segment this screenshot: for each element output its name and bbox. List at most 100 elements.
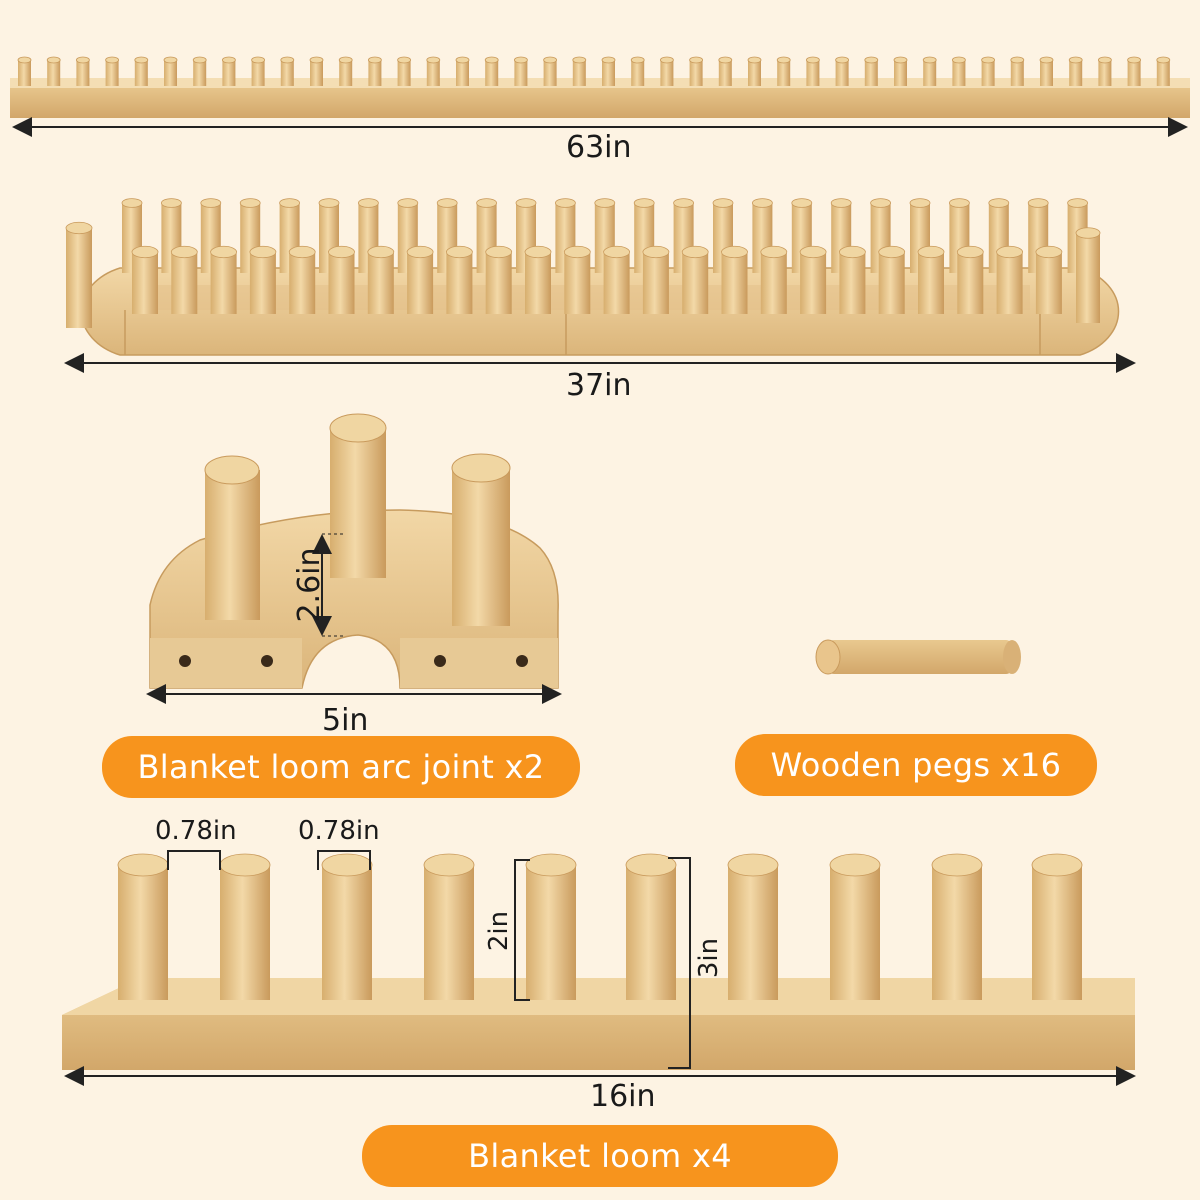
peg-spacing-label-2: 0.78in bbox=[298, 816, 380, 846]
total-height-label: 3in bbox=[694, 937, 724, 979]
assembled-loom-front-pegs bbox=[65, 221, 1101, 328]
loom-peg bbox=[455, 56, 470, 86]
loom-peg bbox=[210, 245, 238, 314]
loom-peg bbox=[485, 245, 513, 314]
loom-peg bbox=[514, 56, 528, 86]
loom-peg bbox=[249, 245, 277, 314]
loom-peg bbox=[721, 245, 748, 314]
loom-peg bbox=[996, 245, 1023, 314]
blanket-loom-caption: Blanket loom x4 bbox=[362, 1125, 838, 1187]
arc-peg-left bbox=[204, 455, 260, 620]
loom-peg bbox=[484, 56, 499, 86]
loom-peg bbox=[931, 853, 983, 1000]
loom-peg bbox=[660, 56, 674, 86]
long-loom-length-label: 63in bbox=[566, 130, 632, 165]
loom-peg bbox=[445, 245, 473, 314]
loom-peg bbox=[406, 245, 434, 314]
loom-peg bbox=[338, 56, 353, 86]
assembled-loom-length-label: 37in bbox=[566, 368, 632, 403]
loom-peg bbox=[288, 245, 316, 314]
blanket-loom bbox=[62, 853, 1135, 1070]
loom-peg bbox=[219, 853, 271, 1000]
loom-peg bbox=[917, 245, 945, 314]
loom-peg bbox=[17, 56, 32, 86]
loom-peg bbox=[572, 56, 587, 86]
loom-peg bbox=[829, 853, 881, 1000]
loom-peg bbox=[134, 56, 149, 86]
loom-peg bbox=[423, 853, 475, 1000]
long-loom-pegs bbox=[17, 56, 1171, 86]
loom-peg bbox=[46, 56, 61, 86]
loom-peg bbox=[603, 245, 630, 314]
wooden-peg bbox=[815, 639, 1021, 675]
loom-peg bbox=[630, 56, 645, 86]
loom-peg bbox=[105, 56, 119, 86]
loom-peg bbox=[192, 56, 207, 86]
loom-peg bbox=[426, 56, 441, 86]
blanket-loom-pegs bbox=[117, 853, 1083, 1000]
loom-peg bbox=[718, 56, 733, 86]
loom-peg bbox=[799, 245, 827, 314]
loom-peg bbox=[747, 56, 762, 86]
loom-peg bbox=[65, 221, 93, 328]
loom-peg bbox=[689, 56, 703, 86]
arc-height-label: 2.6in bbox=[292, 547, 327, 623]
peg-height-bracket bbox=[514, 859, 530, 1001]
loom-peg bbox=[806, 56, 820, 86]
loom-peg bbox=[1075, 227, 1101, 323]
loom-peg bbox=[601, 56, 616, 86]
loom-peg bbox=[543, 56, 557, 86]
loom-peg bbox=[563, 245, 591, 314]
loom-peg bbox=[367, 245, 395, 314]
loom-peg bbox=[221, 56, 236, 86]
loom-peg bbox=[760, 245, 788, 314]
loom-peg bbox=[864, 56, 879, 86]
loom-peg bbox=[835, 56, 849, 86]
loom-peg bbox=[309, 56, 324, 86]
arc-joint-caption: Blanket loom arc joint x2 bbox=[102, 736, 580, 798]
arc-width-label: 5in bbox=[322, 703, 369, 738]
loom-peg bbox=[893, 56, 908, 86]
loom-peg bbox=[956, 245, 984, 314]
loom-peg bbox=[524, 245, 552, 314]
loom-peg bbox=[1156, 56, 1171, 86]
loom-peg bbox=[525, 853, 577, 1000]
spacing-bracket-2 bbox=[317, 850, 371, 870]
loom-peg bbox=[981, 56, 995, 86]
loom-peg bbox=[878, 245, 906, 314]
assembled-loom bbox=[65, 198, 1120, 356]
loom-peg bbox=[397, 56, 412, 86]
loom-peg bbox=[1127, 56, 1141, 86]
arc-peg-right bbox=[451, 453, 511, 626]
arc-peg-middle bbox=[329, 413, 387, 578]
peg-spacing-label-1: 0.78in bbox=[155, 816, 237, 846]
loom-peg bbox=[681, 245, 709, 314]
loom-peg bbox=[839, 245, 866, 314]
arc-joint bbox=[149, 413, 559, 689]
loom-peg bbox=[1010, 56, 1025, 86]
loom-peg bbox=[251, 56, 266, 86]
loom-peg bbox=[131, 245, 159, 314]
loom-peg bbox=[117, 853, 169, 1000]
loom-peg bbox=[776, 56, 791, 86]
blanket-loom-length-label: 16in bbox=[590, 1079, 656, 1114]
loom-peg bbox=[328, 245, 355, 314]
loom-peg bbox=[280, 56, 295, 86]
spacing-bracket-1 bbox=[167, 850, 221, 870]
loom-peg bbox=[727, 853, 779, 1000]
loom-peg bbox=[321, 853, 373, 1000]
loom-peg bbox=[1039, 56, 1054, 86]
loom-peg bbox=[163, 56, 178, 86]
loom-peg bbox=[1098, 56, 1112, 86]
loom-peg bbox=[625, 853, 677, 1000]
loom-peg bbox=[170, 245, 198, 314]
loom-peg bbox=[1035, 245, 1063, 314]
loom-peg bbox=[1068, 56, 1083, 86]
loom-peg bbox=[76, 56, 90, 86]
loom-peg bbox=[1031, 853, 1083, 1000]
loom-peg bbox=[367, 56, 382, 86]
loom-peg bbox=[922, 56, 937, 86]
loom-peg bbox=[952, 56, 966, 86]
long-loom bbox=[10, 56, 1190, 118]
